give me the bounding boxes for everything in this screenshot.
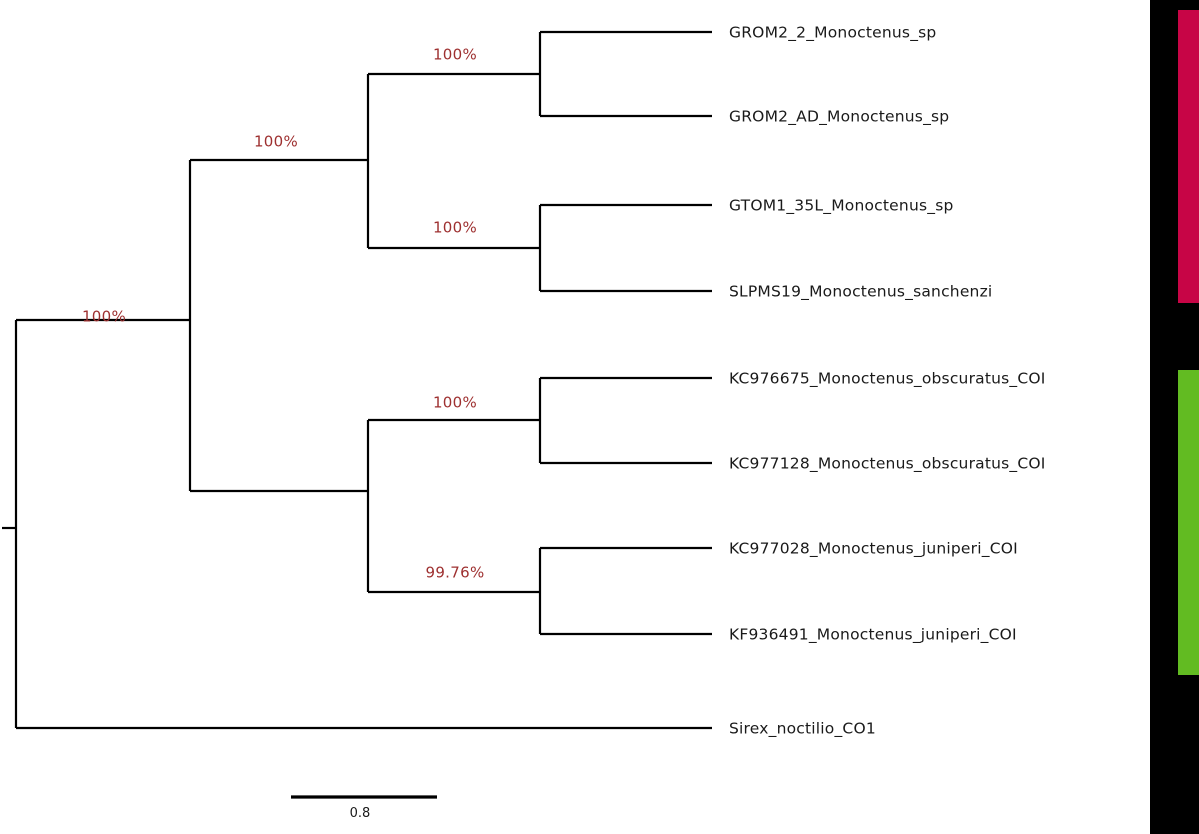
support-value-label: 100% [254, 133, 298, 151]
tip-label: KF936491_Monoctenus_juniperi_COI [729, 626, 1017, 645]
branch-layer [2, 72, 712, 730]
tip-label: GROM2_AD_Monoctenus_sp [729, 108, 949, 127]
support-value-label: 100% [433, 46, 477, 64]
support-value-label: 100% [82, 308, 126, 326]
support-label-layer: 100% 100% 100% 100% 100% 99.76% [82, 46, 485, 582]
scale-bar-label: 0.8 [350, 806, 371, 821]
tip-label: KC977028_Monoctenus_juniperi_COI [729, 540, 1018, 559]
group-bar-layer [1150, 0, 1199, 834]
tip-label: GROM2_2_Monoctenus_sp [729, 24, 936, 43]
group-bar-crimson [1178, 10, 1199, 303]
support-value-label: 100% [433, 219, 477, 237]
group-bar-green [1178, 370, 1199, 675]
tip-label-layer: GROM2_2_Monoctenus_spGROM2_AD_Monoctenus… [729, 24, 1046, 739]
support-value-label: 100% [433, 394, 477, 412]
tip-label: GTOM1_35L_Monoctenus_sp [729, 197, 954, 216]
tip-label: KC976675_Monoctenus_obscuratus_COI [729, 370, 1046, 389]
tip-label: Sirex_noctilio_CO1 [729, 720, 876, 739]
scale-bar: 0.8 [291, 795, 437, 821]
tip-label: SLPMS19_Monoctenus_sanchenzi [729, 283, 992, 302]
tip-label: KC977128_Monoctenus_obscuratus_COI [729, 455, 1046, 474]
tip-branch-layer [538, 30, 712, 636]
support-value-label: 99.76% [426, 564, 485, 582]
